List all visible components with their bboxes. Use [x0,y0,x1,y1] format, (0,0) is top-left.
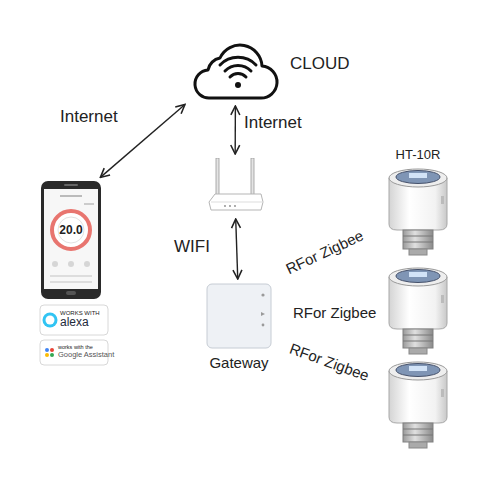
node-shape [188,40,283,102]
google-dot [45,353,49,357]
thermostat-drawing [385,166,451,256]
connector-arrow [236,219,238,279]
gateway-node: Gateway [201,283,277,375]
connector-label: WIFI [174,238,210,257]
thermostat-drawing [385,265,451,355]
cloud-drawing [188,40,283,102]
google-dot [45,348,49,352]
link-label: RFor Zigbee [287,340,371,384]
link-label: RFor Zigbee [293,305,376,322]
model-name: HT-10R [382,148,454,162]
badge-text: works with the [58,344,93,350]
node-shape [40,180,102,300]
alexa-icon-inner [46,316,55,325]
connector-label: Internet [244,114,302,133]
badge-brand: Google Assistant [58,351,114,359]
router-drawing [205,158,265,215]
thermostat-node: HT-10R [382,146,454,258]
alexa-badge [40,305,108,335]
thermostat-drawing [385,358,451,450]
temperature-value: 20.0 [40,224,102,237]
alexa-icon [43,313,58,328]
node-shape [206,283,272,349]
gateway-drawing [206,283,272,349]
gateway-title: Gateway [201,355,277,372]
badge-brand: alexa [60,316,89,329]
connector-label: Internet [60,108,118,127]
phone-node: 20.0 [40,180,102,300]
link-label: RFor Zigbee [284,228,367,278]
node-shape [385,166,451,256]
router-node [205,158,265,215]
connector-arrow [234,106,236,154]
cloud-title: CLOUD [290,55,350,74]
google-dot [50,348,54,352]
thermostat-illustration [385,265,451,355]
phone-drawing [40,180,102,300]
thermostat-illustration [385,358,451,450]
cloud-node: CLOUD [188,40,358,105]
google-dot [50,353,54,357]
node-shape [205,158,265,215]
